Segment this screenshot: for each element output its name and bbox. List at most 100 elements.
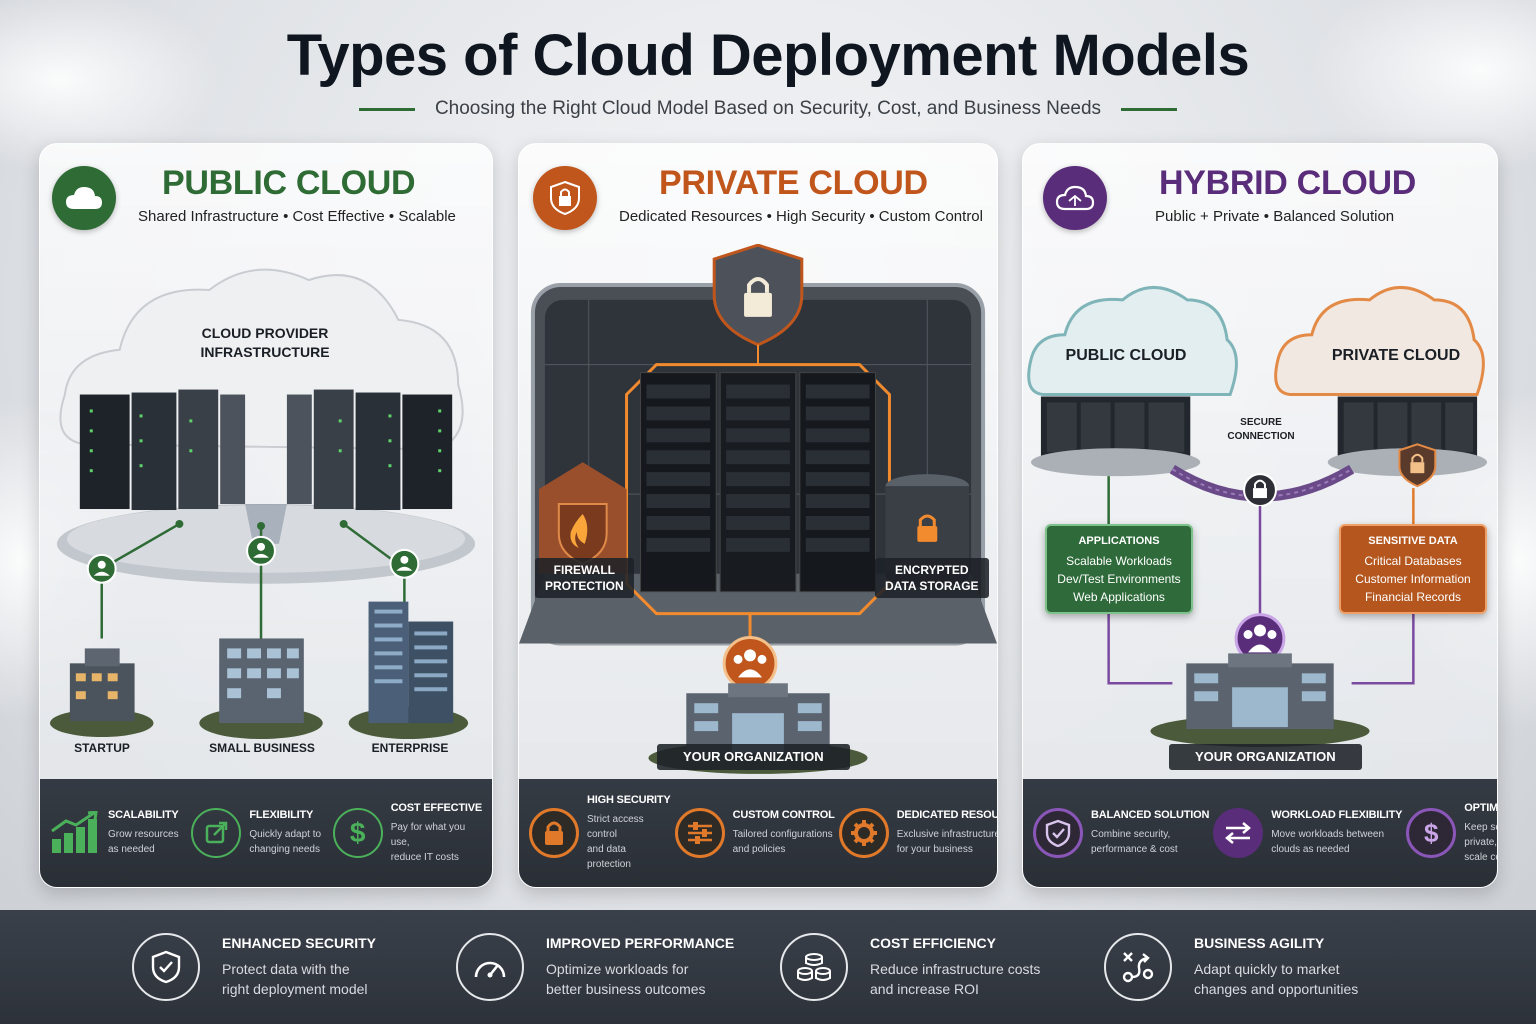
applications-title: APPLICATIONS	[1078, 535, 1160, 547]
feature-desc: Keep sensitive data private, scale cost-…	[1464, 821, 1498, 863]
hybrid-cloud-title: HYBRID CLOUD	[1159, 164, 1417, 202]
feature-title: COST EFFECTIVE	[390, 801, 483, 814]
firewall-label: FIREWALL PROTECTION	[535, 558, 634, 598]
feature-title: SCALABILITY	[108, 809, 179, 821]
firewall-icon	[538, 462, 627, 574]
feature-desc: Grow resources as needed	[108, 829, 179, 855]
organization-building	[1150, 653, 1370, 748]
public-cloud-scene	[49, 268, 476, 740]
benefit-desc: Protect data with the right deployment m…	[222, 961, 368, 997]
lock-icon	[533, 166, 597, 230]
feature-balanced-solution: BALANCED SOLUTION Combine security, perfo…	[1033, 808, 1209, 858]
hybrid-cloud-scene	[1027, 286, 1488, 748]
dollar-icon: $	[1406, 808, 1457, 858]
hybrid-cloud-features: BALANCED SOLUTION Combine security, perfo…	[1023, 779, 1497, 887]
applications-line: Dev/Test Environments	[1057, 572, 1181, 586]
hybrid-cloud-header: HYBRID CLOUD Public + Private • Balanced…	[1023, 162, 1497, 242]
gear-icon	[838, 808, 889, 858]
organization-label: YOUR ORGANIZATION	[1169, 744, 1362, 770]
feature-desc: Strict access control and data protectio…	[587, 814, 644, 870]
secure-connection-label: SECURE CONNECTION	[1227, 417, 1295, 442]
cloud-provider-label: CLOUD PROVIDER INFRASTRUCTURE	[200, 325, 330, 360]
private-cloud-tagline: Dedicated Resources • High Security • Cu…	[619, 208, 983, 225]
subtitle-rule-right	[1121, 107, 1178, 111]
feature-high-security: HIGH SECURITY Strict access control and d…	[529, 794, 671, 872]
hybrid-public-cloud-label: PUBLIC CLOUD	[1065, 347, 1187, 364]
feature-desc: Combine security, performance & cost	[1091, 829, 1178, 855]
speedometer-icon	[456, 933, 524, 1001]
feature-title: DEDICATED RESOURCES	[896, 809, 997, 821]
feature-scalability: SCALABILITY Grow resources as needed	[50, 808, 187, 858]
public-cloud-tagline: Shared Infrastructure • Cost Effective •…	[138, 208, 456, 225]
benefit-title: COST EFFICIENCY	[870, 935, 997, 951]
sensitive-data-title: SENSITIVE DATA	[1368, 535, 1458, 547]
small-business-label: SMALL BUSINESS	[209, 741, 315, 755]
security-shield-icon	[712, 244, 804, 365]
benefit-improved-performance: IMPROVED PERFORMANCE Optimize workloads f…	[456, 933, 756, 1001]
feature-title: FLEXIBILITY	[249, 809, 314, 821]
private-cloud-header: PRIVATE CLOUD Dedicated Resources • High…	[519, 162, 997, 242]
sensitive-data-line: Critical Databases	[1364, 554, 1462, 568]
flexibility-icon	[191, 808, 242, 858]
startup-building	[49, 648, 154, 738]
benefit-cost-efficiency: COST EFFICIENCY Reduce infrastructure cos…	[780, 933, 1080, 1001]
feature-title: HIGH SECURITY	[587, 794, 671, 806]
user-icon	[86, 535, 420, 584]
sensitive-data-box: SENSITIVE DATA Critical Databases Custom…	[1339, 524, 1487, 614]
page-title: Types of Cloud Deployment Models	[286, 23, 1250, 88]
benefit-enhanced-security: ENHANCED SECURITY Protect data with the r…	[132, 933, 432, 1001]
benefit-title: ENHANCED SECURITY	[222, 935, 377, 951]
feature-workload-flexibility: WORKLOAD FLEXIBILITY Move workloads betwe…	[1213, 808, 1402, 858]
benefits-bar: ENHANCED SECURITY Protect data with the r…	[0, 910, 1536, 1024]
lock-icon	[529, 808, 579, 858]
feature-optimized-costs: $ OPTIMIZED COSTS Keep sensitive data pri…	[1406, 801, 1498, 865]
benefit-title: IMPROVED PERFORMANCE	[546, 935, 735, 951]
page-subtitle: Choosing the Right Cloud Model Based on …	[434, 98, 1102, 119]
benefit-title: BUSINESS AGILITY	[1194, 935, 1325, 951]
public-cloud-panel: PUBLIC CLOUD Shared Infrastructure • Cos…	[39, 143, 493, 888]
private-cloud-scene	[519, 244, 997, 774]
feature-custom-control: CUSTOM CONTROL Tailored configurations an…	[674, 808, 835, 858]
swap-arrows-icon	[1213, 808, 1264, 858]
applications-line: Web Applications	[1073, 590, 1165, 604]
private-cloud-panel: PRIVATE CLOUD Dedicated Resources • High…	[518, 143, 998, 888]
hybrid-private-cloud-label: PRIVATE CLOUD	[1331, 347, 1461, 364]
hybrid-cloud-icon	[1043, 166, 1107, 230]
private-cloud-title: PRIVATE CLOUD	[659, 164, 928, 202]
enterprise-label: ENTERPRISE	[371, 741, 449, 755]
public-cloud-header: PUBLIC CLOUD Shared Infrastructure • Cos…	[40, 162, 492, 242]
feature-title: CUSTOM CONTROL	[732, 809, 835, 821]
feature-title: WORKLOAD FLEXIBILITY	[1271, 809, 1403, 821]
hybrid-cloud-panel: HYBRID CLOUD Public + Private • Balanced…	[1022, 143, 1498, 888]
feature-desc: Pay for what you use, reduce IT costs	[390, 821, 466, 863]
dollar-icon: $	[332, 808, 383, 858]
feature-desc: Move workloads between clouds as needed	[1271, 829, 1385, 855]
secure-connection-lock-icon	[1243, 473, 1277, 508]
sensitive-data-line: Customer Information	[1355, 572, 1471, 586]
public-cloud-features: SCALABILITY Grow resources as needed FLEX…	[40, 779, 492, 887]
feature-title: OPTIMIZED COSTS	[1464, 801, 1498, 814]
feature-dedicated-resources: DEDICATED RESOURCES Exclusive infrastruct…	[838, 808, 998, 858]
private-cloud-features: HIGH SECURITY Strict access control and d…	[519, 779, 997, 887]
subtitle-row: Choosing the Right Cloud Model Based on …	[0, 98, 1536, 120]
applications-line: Scalable Workloads	[1066, 554, 1172, 568]
feature-desc: Tailored configurations and policies	[732, 829, 833, 855]
subtitle-rule-left	[358, 107, 415, 111]
feature-title: BALANCED SOLUTION	[1091, 809, 1210, 821]
small-business-building	[199, 638, 323, 740]
feature-desc: Exclusive infrastructure for your busine…	[896, 829, 998, 855]
benefit-desc: Optimize workloads for better business o…	[546, 961, 706, 997]
shield-check-icon	[132, 933, 200, 1001]
enterprise-building	[348, 601, 469, 740]
benefit-desc: Reduce infrastructure costs and increase…	[870, 961, 1041, 997]
private-lock-shield-icon	[1398, 443, 1437, 488]
growth-chart-icon	[50, 808, 100, 858]
startup-label: STARTUP	[74, 741, 130, 755]
storage-label: ENCRYPTED DATA STORAGE	[875, 558, 989, 598]
strategy-icon	[1104, 933, 1172, 1001]
applications-box: APPLICATIONS Scalable Workloads Dev/Test…	[1045, 524, 1193, 614]
organization-label: YOUR ORGANIZATION	[657, 744, 850, 770]
organization-users-icon	[722, 635, 778, 691]
